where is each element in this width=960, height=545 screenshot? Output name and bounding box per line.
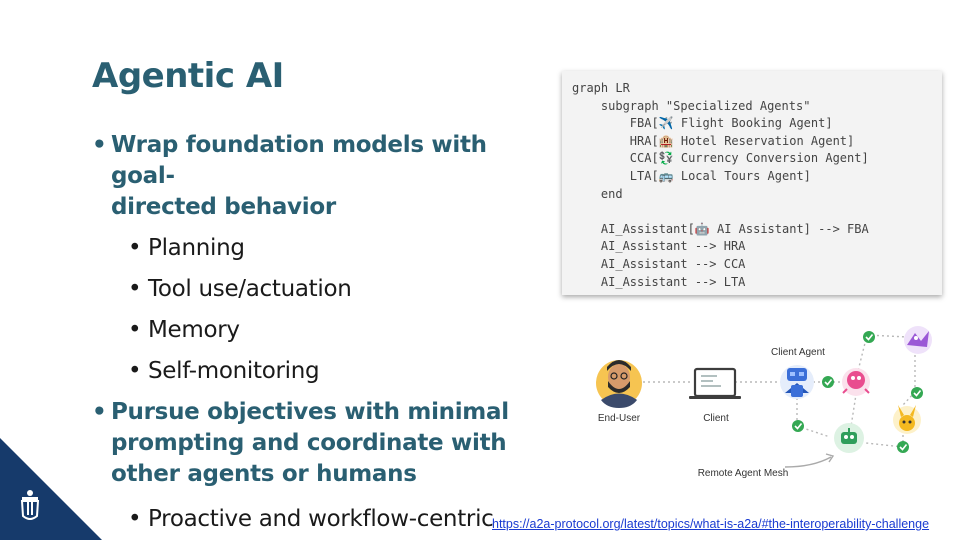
end-user-avatar (596, 360, 642, 408)
sub-bullet-proactive: Proactive and workflow-centric (92, 504, 552, 535)
bullet-list: Wrap foundation models with goal- direct… (92, 130, 552, 535)
check-icon (822, 376, 834, 388)
bullet-line: Pursue objectives with minimal (111, 399, 509, 425)
sub-bullet-planning: Planning (92, 233, 552, 264)
remote-agent-yellow-icon (893, 405, 921, 434)
code-snippet: graph LR subgraph "Specialized Agents" F… (562, 71, 942, 295)
sub-bullet-memory: Memory (92, 315, 552, 346)
code-text: graph LR subgraph "Specialized Agents" F… (572, 81, 869, 289)
bullet-line: other agents or humans (111, 461, 417, 487)
mesh-pointer-arrow (784, 456, 832, 468)
check-icon (863, 331, 875, 343)
client-agent-robot-icon (780, 365, 814, 399)
label-client-agent: Client Agent (771, 347, 825, 358)
reference-link[interactable]: https://a2a-protocol.org/latest/topics/w… (492, 517, 930, 531)
label-client: Client (703, 413, 729, 424)
sub-bullet-tool-use: Tool use/actuation (92, 274, 552, 305)
corner-triangle (0, 438, 102, 540)
bullet-pursue-objectives: Pursue objectives with minimal prompting… (92, 397, 552, 490)
remote-agent-pink-icon (842, 368, 870, 396)
bullet-line: Wrap foundation models with goal- (111, 132, 487, 189)
slide-title: Agentic AI (92, 56, 284, 96)
check-icon (897, 441, 909, 453)
bullet-line: prompting and coordinate with (111, 430, 507, 456)
check-icon (792, 420, 804, 432)
sub-bullet-self-monitoring: Self-monitoring (92, 356, 552, 387)
agent-mesh-diagram: End-User Client Client Agent Remote Agen… (585, 325, 935, 485)
label-end-user: End-User (598, 413, 641, 424)
arrowhead-icon (825, 453, 835, 463)
bullet-goal-directed: Wrap foundation models with goal- direct… (92, 130, 552, 223)
university-crest-icon (20, 490, 40, 520)
check-icons (792, 331, 923, 453)
bullet-line: directed behavior (111, 194, 336, 220)
remote-agent-green-icon (834, 423, 864, 453)
corner-logo (0, 438, 104, 545)
check-icon (911, 387, 923, 399)
remote-agent-purple-icon (904, 326, 932, 354)
label-remote-agent-mesh: Remote Agent Mesh (698, 468, 789, 479)
client-laptop-icon (689, 367, 741, 399)
